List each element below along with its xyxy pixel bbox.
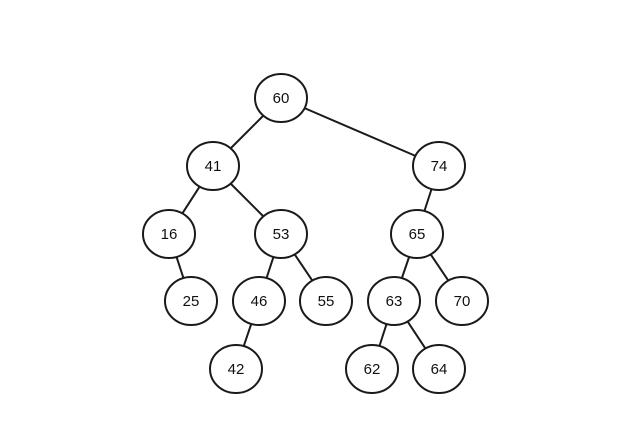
tree-node-41: 41 (186, 141, 240, 191)
node-circle (232, 276, 286, 326)
node-label: 70 (454, 293, 471, 310)
tree-node-55: 55 (299, 276, 353, 326)
tree-node-62: 62 (345, 344, 399, 394)
edge-41-16 (181, 185, 201, 215)
tree-node-70: 70 (435, 276, 489, 326)
tree-node-42: 42 (209, 344, 263, 394)
tree-nodes: 60 41 74 16 53 65 25 46 55 63 70 42 62 64 (142, 73, 489, 394)
node-circle (412, 141, 466, 191)
edge-63-62 (378, 322, 388, 348)
edge-74-65 (423, 187, 433, 213)
node-circle (186, 141, 240, 191)
node-circle (367, 276, 421, 326)
node-circle (164, 276, 218, 326)
node-label: 74 (431, 158, 448, 175)
tree-node-60: 60 (254, 73, 308, 123)
node-circle (209, 344, 263, 394)
node-circle (254, 209, 308, 259)
node-label: 63 (386, 293, 403, 310)
node-label: 46 (251, 293, 268, 310)
tree-edges (175, 107, 450, 350)
node-circle (390, 209, 444, 259)
edge-65-63 (400, 255, 411, 280)
edge-53-55 (293, 253, 314, 282)
edge-60-41 (229, 114, 265, 150)
node-label: 42 (228, 361, 245, 378)
tree-node-16: 16 (142, 209, 196, 259)
tree-node-46: 46 (232, 276, 286, 326)
node-label: 53 (273, 226, 290, 243)
node-circle (299, 276, 353, 326)
edge-63-64 (406, 320, 427, 350)
node-circle (345, 344, 399, 394)
node-circle (254, 73, 308, 123)
tree-node-25: 25 (164, 276, 218, 326)
node-label: 62 (364, 361, 381, 378)
node-circle (412, 344, 466, 394)
node-label: 65 (409, 226, 426, 243)
node-circle (435, 276, 489, 326)
edge-53-46 (265, 255, 275, 280)
tree-node-74: 74 (412, 141, 466, 191)
edge-16-25 (175, 255, 185, 280)
edge-46-42 (242, 322, 253, 348)
node-label: 60 (273, 90, 290, 107)
node-label: 55 (318, 293, 335, 310)
node-label: 64 (431, 361, 448, 378)
edge-65-70 (429, 253, 450, 282)
tree-node-63: 63 (367, 276, 421, 326)
node-label: 16 (161, 226, 178, 243)
node-circle (142, 209, 196, 259)
edge-41-53 (229, 182, 265, 218)
tree-node-65: 65 (390, 209, 444, 259)
tree-node-64: 64 (412, 344, 466, 394)
node-label: 41 (205, 158, 222, 175)
node-label: 25 (183, 293, 200, 310)
tree-node-53: 53 (254, 209, 308, 259)
edge-60-74 (303, 107, 417, 157)
